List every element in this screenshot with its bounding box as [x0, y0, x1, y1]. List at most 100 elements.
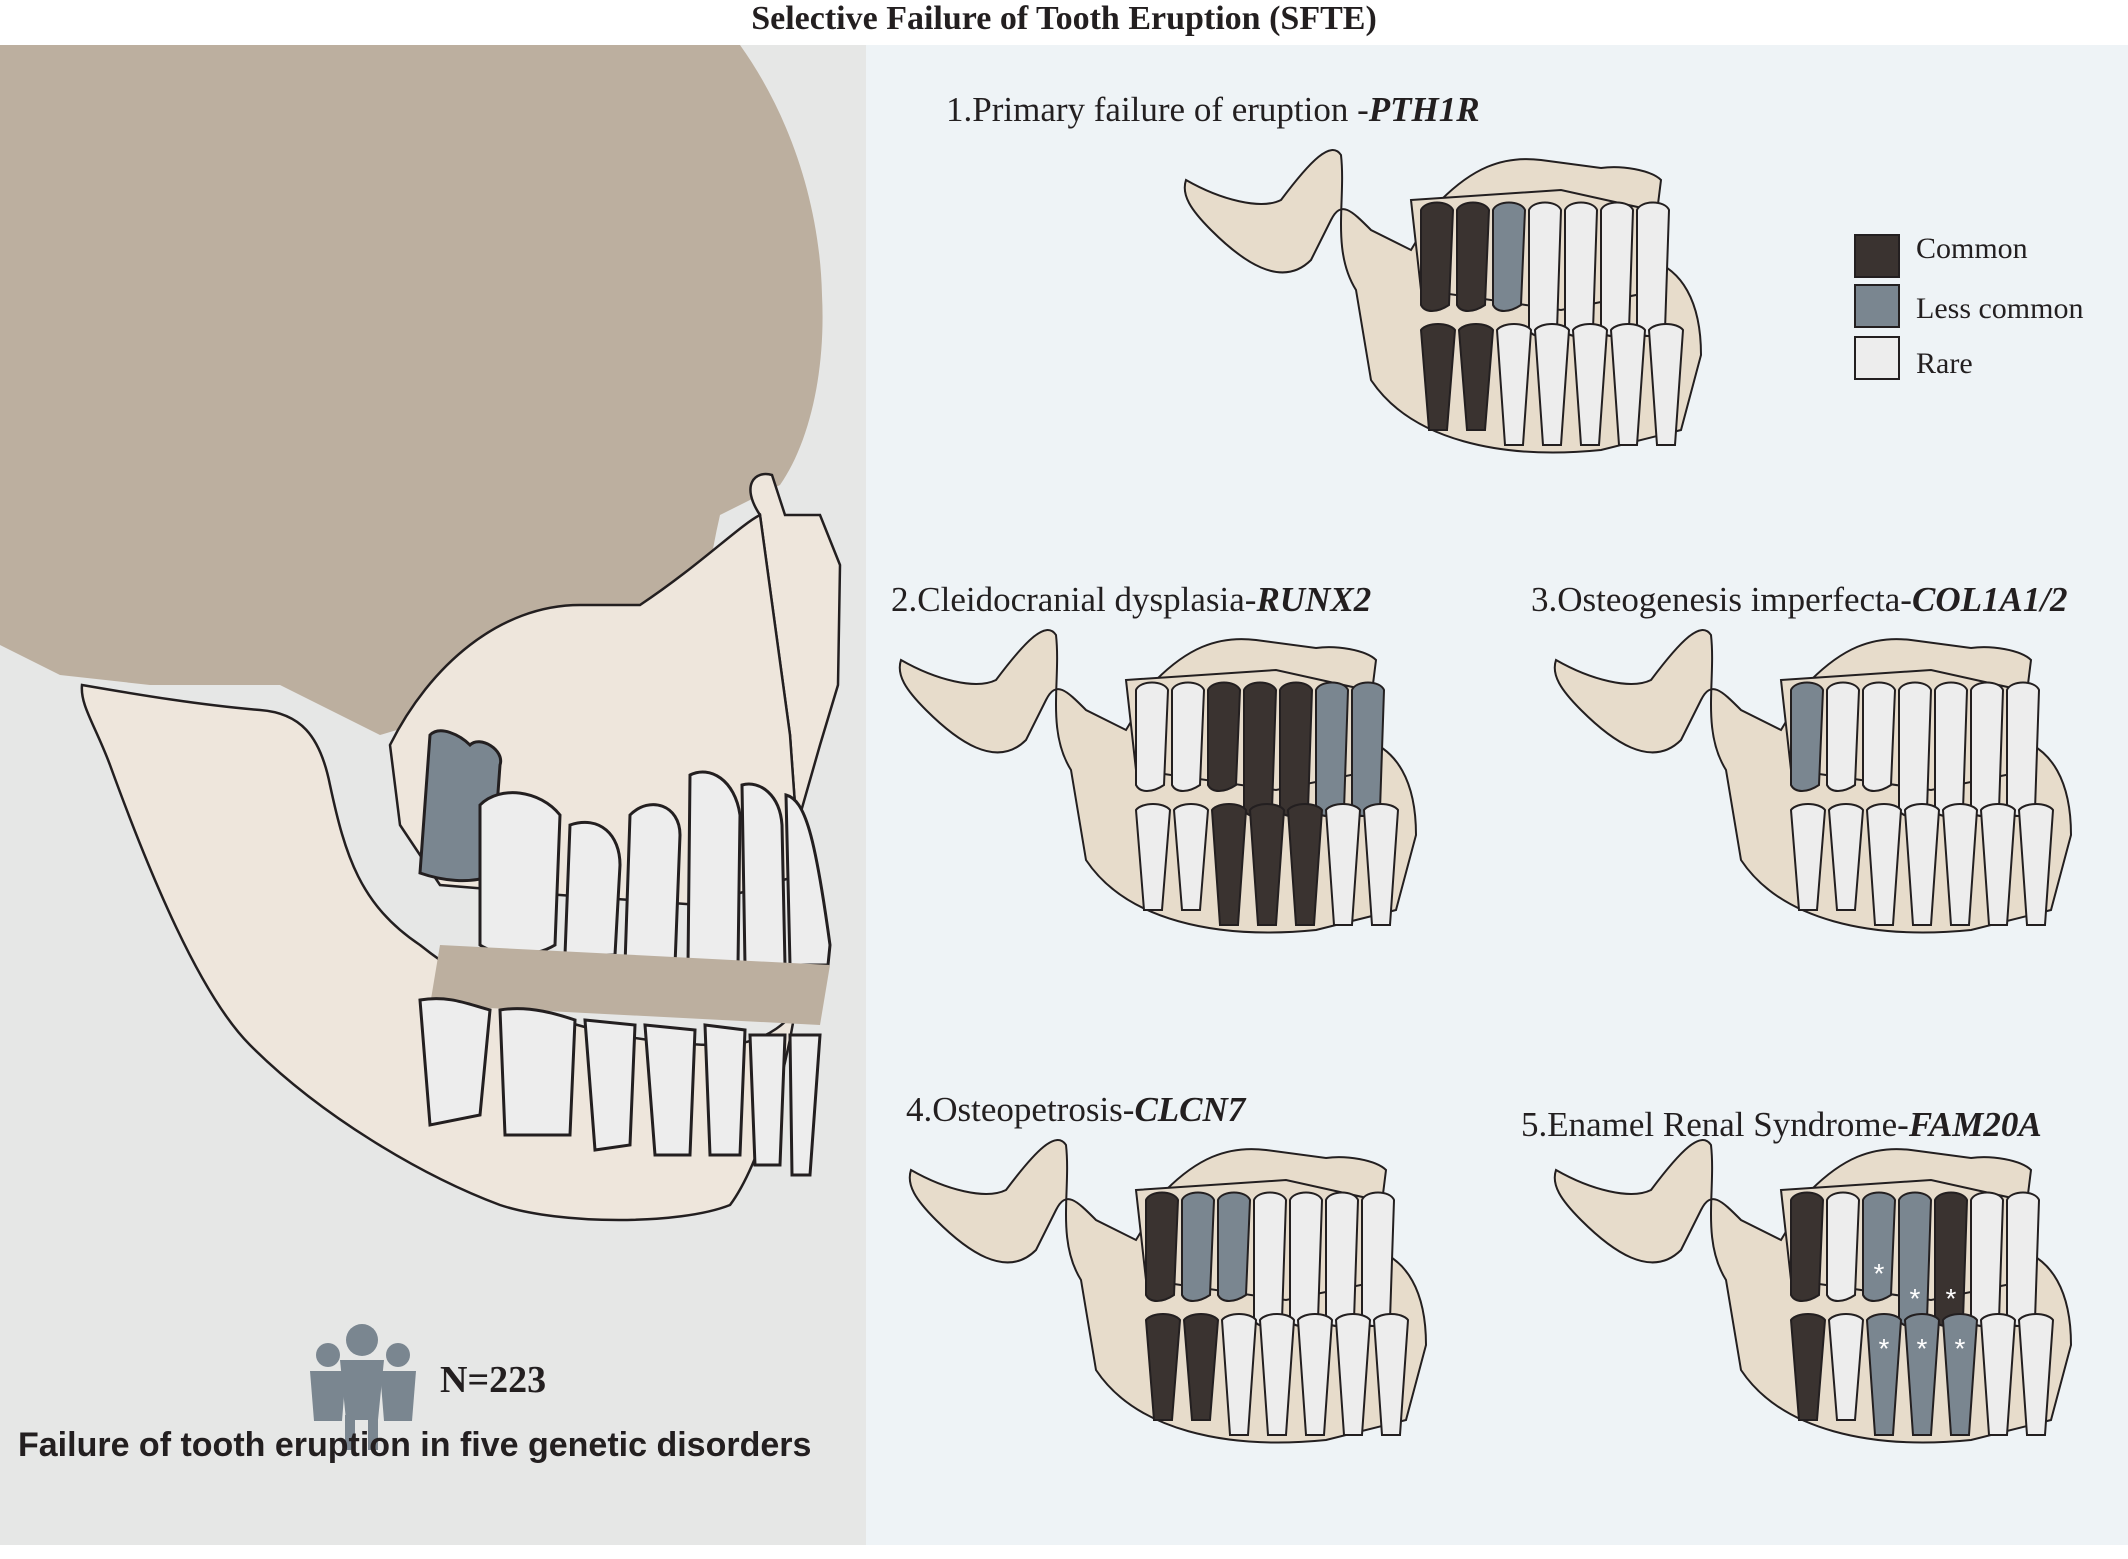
- jaw-diagram-4: [908, 1139, 1428, 1444]
- lower-tooth-2: [1172, 803, 1210, 911]
- panel-5-number: 5.: [1521, 1105, 1548, 1144]
- panel-3-gene: COL1A1/2: [1911, 580, 2068, 619]
- panel-4-gene: CLCN7: [1134, 1090, 1246, 1129]
- panel-5-disorder: Enamel Renal Syndrome-: [1547, 1105, 1909, 1144]
- left-lower-tooth: [498, 1007, 577, 1137]
- legend-label-common: Common: [1916, 232, 2028, 265]
- panel-1-number: 1.: [946, 90, 973, 129]
- upper-tooth-7: [2006, 1191, 2041, 1327]
- upper-tooth-5: [1564, 201, 1599, 337]
- upper-tooth-3: [1217, 1191, 1252, 1302]
- panel-3-disorder: Osteogenesis imperfecta-: [1557, 580, 1912, 619]
- upper-tooth-2: [1826, 681, 1861, 792]
- asterisk-mark: *: [1955, 1333, 1966, 1364]
- panel-2-disorder: Cleidocranial dysplasia-: [917, 580, 1257, 619]
- lower-tooth-4: [1533, 323, 1571, 446]
- legend-swatch-less-common: [1854, 284, 1900, 328]
- upper-tooth-1: [1790, 1191, 1825, 1302]
- lower-tooth-6: [1324, 803, 1362, 926]
- lower-tooth-1: [1144, 1313, 1182, 1421]
- upper-tooth-7: [2006, 681, 2041, 817]
- asterisk-mark: *: [1879, 1333, 1890, 1364]
- lower-tooth-5: [1571, 323, 1609, 446]
- panel-4-title: 4.Osteopetrosis-CLCN7: [906, 1090, 1245, 1130]
- panel-1-gene: PTH1R: [1368, 90, 1480, 129]
- left-lower-tooth: [748, 1033, 787, 1167]
- left-upper-tooth: [686, 770, 742, 967]
- upper-tooth-6: [1970, 1191, 2005, 1327]
- upper-tooth-2: [1171, 681, 1206, 792]
- upper-tooth-6: [1970, 681, 2005, 817]
- lower-tooth-1: [1134, 803, 1172, 911]
- upper-tooth-1: [1420, 201, 1455, 312]
- upper-tooth-5: [1289, 1191, 1324, 1327]
- panel-2-title: 2.Cleidocranial dysplasia-RUNX2: [891, 580, 1371, 620]
- lower-tooth-4: [1903, 1313, 1941, 1436]
- panel-1-title: 1.Primary failure of eruption -PTH1R: [946, 90, 1480, 130]
- legend-swatch-rare: [1854, 336, 1900, 380]
- upper-tooth-7: [1361, 1191, 1396, 1327]
- left-lower-tooth: [583, 1018, 637, 1152]
- legend-label-less-common: Less common: [1916, 292, 2084, 325]
- asterisk-mark: *: [1946, 1283, 1957, 1314]
- lower-tooth-7: [2017, 1313, 2055, 1436]
- right-panel-disorders: 1.Primary failure of eruption -PTH1R 2.C…: [866, 45, 2128, 1545]
- lower-tooth-2: [1182, 1313, 1220, 1421]
- lower-tooth-5: [1941, 803, 1979, 926]
- lower-tooth-2: [1827, 803, 1865, 911]
- upper-tooth-2: [1826, 1191, 1861, 1302]
- lower-tooth-6: [1609, 323, 1647, 446]
- upper-tooth-6: [1315, 681, 1350, 817]
- upper-tooth-6: [1600, 201, 1635, 337]
- left-lower-tooth: [418, 997, 492, 1127]
- panel-4-disorder: Osteopetrosis-: [932, 1090, 1135, 1129]
- lower-tooth-2: [1457, 323, 1495, 431]
- left-lower-tooth: [643, 1023, 697, 1157]
- left-lower-tooth: [788, 1033, 822, 1177]
- lower-tooth-6: [1979, 803, 2017, 926]
- lower-tooth-5: [1941, 1313, 1979, 1436]
- upper-tooth-4: [1898, 681, 1933, 817]
- lower-tooth-6: [1334, 1313, 1372, 1436]
- jaw-diagram-5: ******: [1553, 1139, 2073, 1444]
- mandible-shape: [80, 472, 842, 1222]
- lower-tooth-1: [1419, 323, 1457, 431]
- jaw-diagram-1: [1183, 149, 1703, 454]
- upper-tooth-4: [1253, 1191, 1288, 1327]
- upper-tooth-3: [1492, 201, 1527, 312]
- upper-tooth-3: [1862, 1191, 1897, 1302]
- panel-2-gene: RUNX2: [1256, 580, 1372, 619]
- upper-tooth-3: [1207, 681, 1242, 792]
- left-panel-skull: N=223 Failure of tooth eruption in five …: [0, 45, 866, 1545]
- lower-tooth-7: [1647, 323, 1685, 446]
- upper-tooth-1: [1790, 681, 1825, 792]
- left-upper-tooth: [740, 782, 787, 967]
- lower-tooth-3: [1495, 323, 1533, 446]
- lower-tooth-6: [1979, 1313, 2017, 1436]
- upper-tooth-3: [1862, 681, 1897, 792]
- legend-label-rare: Rare: [1916, 347, 1973, 380]
- lower-tooth-7: [1362, 803, 1400, 926]
- lower-tooth-3: [1220, 1313, 1258, 1436]
- jaw-diagram-3: [1553, 629, 2073, 934]
- people-group-icon: [310, 1324, 416, 1450]
- lower-tooth-4: [1248, 803, 1286, 926]
- upper-tooth-2: [1456, 201, 1491, 312]
- upper-tooth-5: [1279, 681, 1314, 817]
- panel-1-disorder: Primary failure of eruption -: [972, 90, 1369, 129]
- lower-tooth-1: [1789, 1313, 1827, 1421]
- upper-tooth-2: [1181, 1191, 1216, 1302]
- skull-illustration: [0, 45, 842, 1450]
- left-lower-tooth: [703, 1023, 747, 1157]
- asterisk-mark: *: [1917, 1333, 1928, 1364]
- left-upper-tooth: [563, 820, 622, 957]
- jaw-diagrams: ******: [898, 149, 2073, 1444]
- sample-size-label: N=223: [440, 1359, 547, 1401]
- panel-3-title: 3.Osteogenesis imperfecta-COL1A1/2: [1531, 580, 2068, 620]
- lower-tooth-4: [1258, 1313, 1296, 1436]
- lower-tooth-2: [1827, 1313, 1865, 1421]
- upper-tooth-1: [1135, 681, 1170, 792]
- occlusal-band: [430, 945, 830, 1025]
- left-upper-tooth: [784, 793, 832, 967]
- panel-5-title: 5.Enamel Renal Syndrome-FAM20A: [1521, 1105, 2042, 1145]
